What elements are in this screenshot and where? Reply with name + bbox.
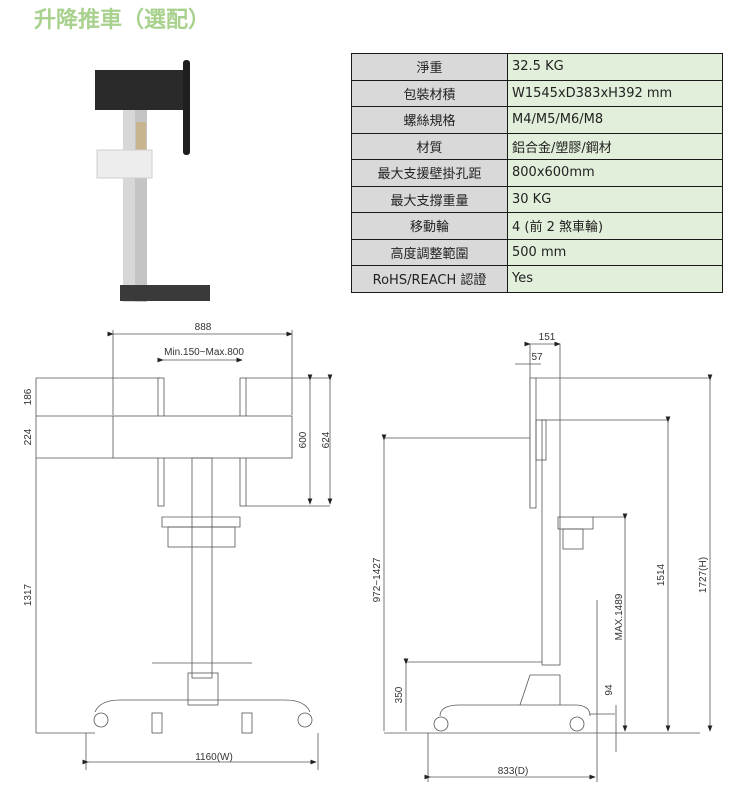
spec-label: 材質: [351, 132, 508, 160]
spec-value: W1545xD383xH392 mm: [507, 79, 723, 107]
spec-label: 淨重: [351, 53, 508, 81]
spec-value: Yes: [507, 265, 723, 293]
spec-label: 包裝材積: [351, 79, 508, 107]
spec-value: 800x600mm: [507, 159, 723, 187]
spec-label: 最大支撐重量: [351, 185, 508, 213]
dim-186: 186: [23, 388, 34, 405]
spec-value: 鋁合金/塑膠/鋼材: [507, 132, 723, 160]
dim-1160w: 1160(W): [195, 752, 233, 763]
dim-350: 350: [394, 686, 405, 703]
spec-value: 4 (前 2 煞車輪): [507, 212, 723, 240]
spec-label: 移動輪: [351, 212, 508, 240]
dim-151: 151: [539, 332, 556, 343]
dim-max-1489: MAX.1489: [614, 593, 625, 640]
dim-1727h: 1727(H): [698, 557, 709, 593]
dim-833d: 833(D): [498, 766, 529, 777]
spec-label: 高度調整範圍: [351, 238, 508, 266]
dim-57: 57: [531, 352, 543, 363]
dim-1317: 1317: [23, 583, 34, 606]
spec-label: RoHS/REACH 認證: [351, 265, 508, 293]
dim-94: 94: [604, 684, 615, 696]
spec-value: 32.5 KG: [507, 53, 723, 81]
spec-label: 螺絲規格: [351, 106, 508, 134]
spec-value: 30 KG: [507, 185, 723, 213]
front-view-drawing: [35, 330, 333, 770]
spec-value: 500 mm: [507, 238, 723, 266]
side-view-drawing: [381, 341, 713, 782]
dim-224: 224: [23, 428, 34, 445]
spec-value: M4/M5/M6/M8: [507, 106, 723, 134]
dim-600: 600: [298, 431, 309, 448]
dim-1514: 1514: [656, 563, 667, 586]
dim-624: 624: [321, 431, 332, 448]
dimension-drawings: 888 Min.150~Max.800 186 224 600 624 1317…: [23, 322, 713, 782]
dim-888: 888: [195, 322, 212, 333]
spec-label: 最大支援壁掛孔距: [351, 159, 508, 187]
dim-height-range: 972~1427: [372, 557, 383, 602]
page-title: 升降推車（選配）: [34, 8, 211, 33]
dim-vesa-range: Min.150~Max.800: [164, 347, 244, 358]
product-photo: [95, 40, 210, 302]
table-row: 材質鋁合金/塑膠/鋼材: [351, 132, 723, 160]
